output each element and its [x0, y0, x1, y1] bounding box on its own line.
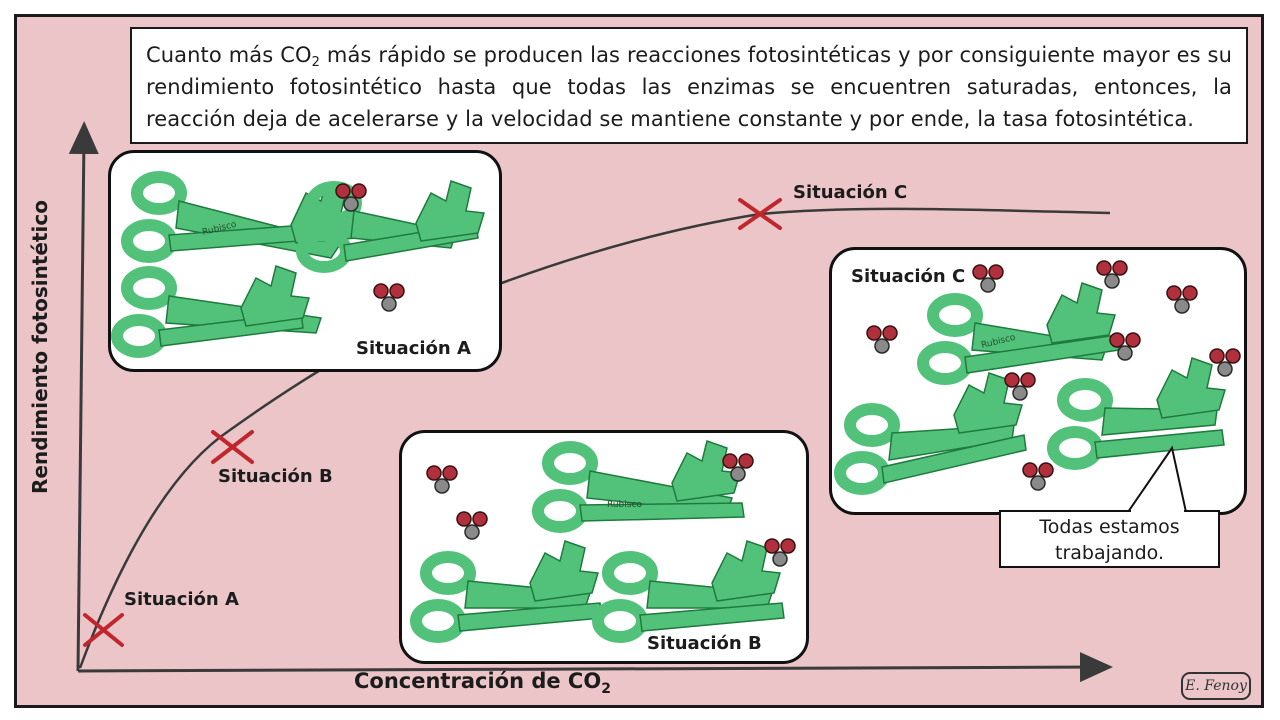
panel-a-illustration: Rubisco [111, 171, 485, 358]
speech-line-1: Todas estamos [1039, 516, 1180, 538]
panel-situacion-a: Rubisco Situación A [108, 150, 502, 372]
panel-c-label: Situación C [851, 266, 966, 287]
panel-situacion-c: Rubisco Situación C [829, 247, 1247, 515]
panel-b-illustration: Rubisco [410, 440, 796, 643]
speech-bubble: Todas estamos trabajando. [999, 510, 1220, 568]
co2-molecule-icon [1166, 285, 1198, 314]
marker-label-c: Situación C [793, 182, 908, 203]
rubisco-scissors-icon [410, 540, 603, 643]
panel-a-label: Situación A [356, 338, 471, 359]
rubisco-scissors-icon [917, 282, 1120, 385]
speech-line-2: trabajando. [1055, 542, 1164, 564]
marker-situacion-b [211, 430, 254, 464]
rubisco-scissors-icon [532, 440, 745, 533]
co2-molecule-icon [972, 264, 1004, 293]
y-axis-label: Rendimiento fotosintético [28, 199, 52, 494]
co2-molecule-icon [426, 465, 458, 494]
x-axis-label-text: Concentración de CO [354, 669, 602, 693]
marker-label-b: Situación B [218, 466, 333, 487]
y-axis [68, 121, 99, 672]
x-axis-label: Concentración de CO2 [354, 669, 611, 697]
co2-molecule-icon [1022, 462, 1054, 491]
co2-molecule-icon [1109, 332, 1141, 361]
caption-text-start: Cuanto más CO [146, 43, 312, 67]
co2-molecule-icon [1096, 260, 1128, 289]
caption-subscript: 2 [311, 55, 320, 70]
x-axis-label-subscript: 2 [601, 681, 611, 698]
rubisco-scissors-icon [592, 540, 785, 643]
rubisco-scissors-icon [834, 372, 1027, 495]
co2-molecule-icon [764, 538, 796, 567]
co2-molecule-icon [866, 325, 898, 354]
panel-situacion-b: Rubisco Situación B [399, 430, 809, 664]
panel-c-illustration: Rubisco [834, 260, 1241, 495]
author-signature: E. Fenoy [1181, 672, 1251, 700]
marker-label-a: Situación A [124, 589, 239, 610]
explanation-caption: Cuanto más CO2 más rápido se producen la… [130, 27, 1248, 144]
co2-molecule-icon [1209, 348, 1241, 377]
co2-molecule-icon [722, 453, 754, 482]
co2-molecule-icon [1004, 372, 1036, 401]
rubisco-scissors-icon [296, 180, 485, 273]
rubisco-label: Rubisco [607, 500, 642, 510]
marker-situacion-a [83, 613, 124, 647]
caption-text-rest: más rápido se producen las reacciones fo… [146, 43, 1233, 131]
x-axis [77, 652, 1113, 683]
co2-molecule-icon [373, 283, 405, 312]
co2-molecule-icon [335, 183, 367, 212]
rubisco-scissors-icon [1047, 357, 1226, 470]
co2-molecule-icon [456, 511, 488, 540]
panel-b-label: Situación B [647, 633, 762, 654]
marker-situacion-c [738, 198, 782, 230]
rubisco-scissors-icon [111, 265, 322, 358]
